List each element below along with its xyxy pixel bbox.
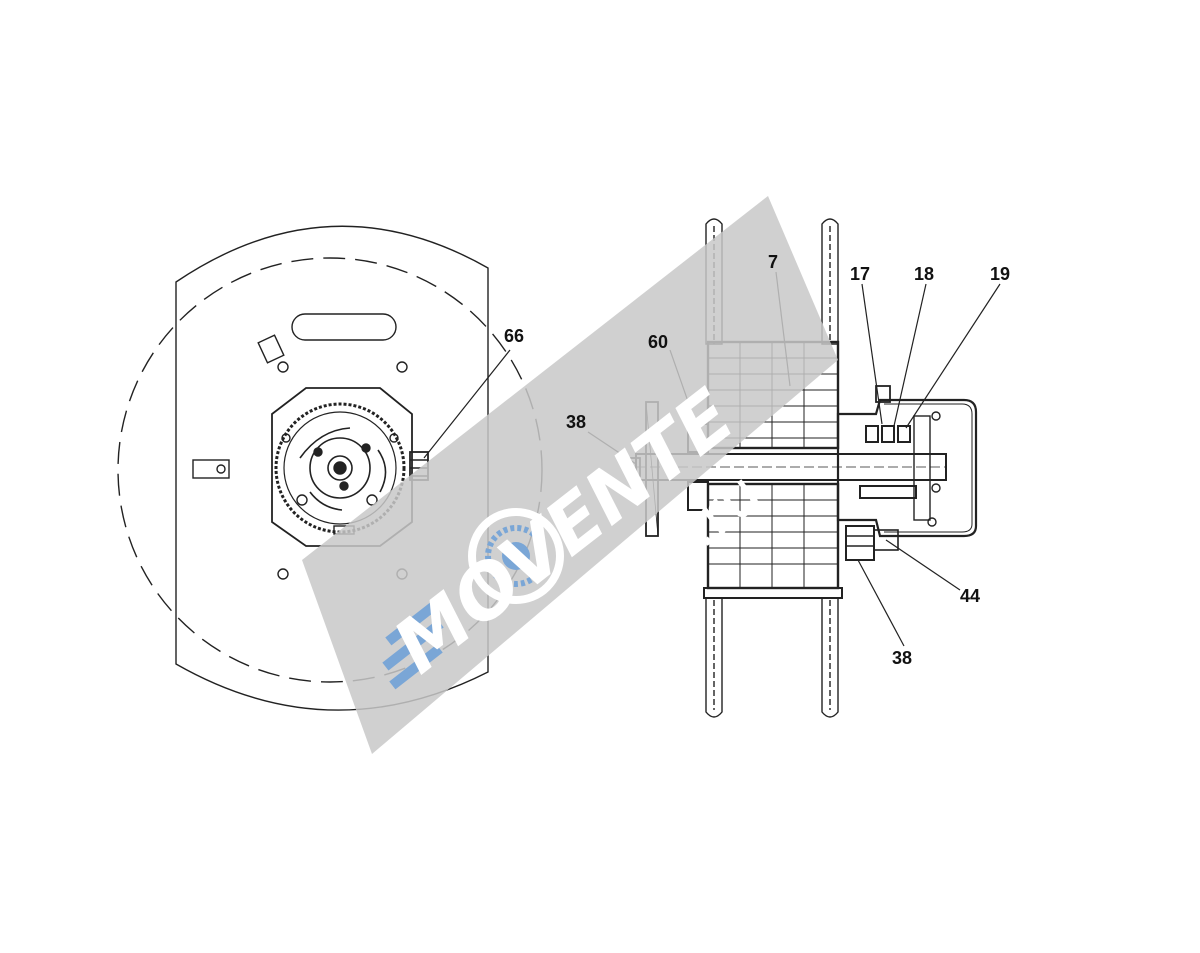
tab (257, 334, 285, 364)
right-frame (821, 218, 839, 345)
leader-66 (423, 349, 511, 459)
slip-rings (859, 425, 917, 499)
callout-44: 44 (960, 586, 980, 606)
left-bracket (192, 459, 230, 479)
leader-17 (861, 283, 883, 425)
callout-7: 7 (768, 252, 778, 272)
leader-38b (857, 559, 905, 647)
slip-ring-housing (836, 398, 978, 538)
leader-18 (893, 283, 927, 427)
leader-44 (885, 539, 961, 591)
callout-38-bottom: 38 (892, 648, 912, 668)
cable-gland (845, 525, 875, 561)
watermark-band (302, 196, 838, 754)
hub (309, 437, 371, 499)
callout-66: 66 (504, 326, 524, 346)
callout-38-left: 38 (566, 412, 586, 432)
callout-17: 17 (850, 264, 870, 284)
callout-19: 19 (990, 264, 1010, 284)
callout-18: 18 (914, 264, 934, 284)
callouts: 66 60 7 17 18 19 38 38 44 (504, 252, 1010, 668)
callout-60: 60 (648, 332, 668, 352)
handle-slot (291, 313, 397, 341)
watermark: MOVENTE movente.ru (302, 196, 838, 754)
plate-outline (175, 225, 489, 711)
leader-19 (905, 283, 1001, 429)
watermark-logo-icon (382, 508, 564, 690)
